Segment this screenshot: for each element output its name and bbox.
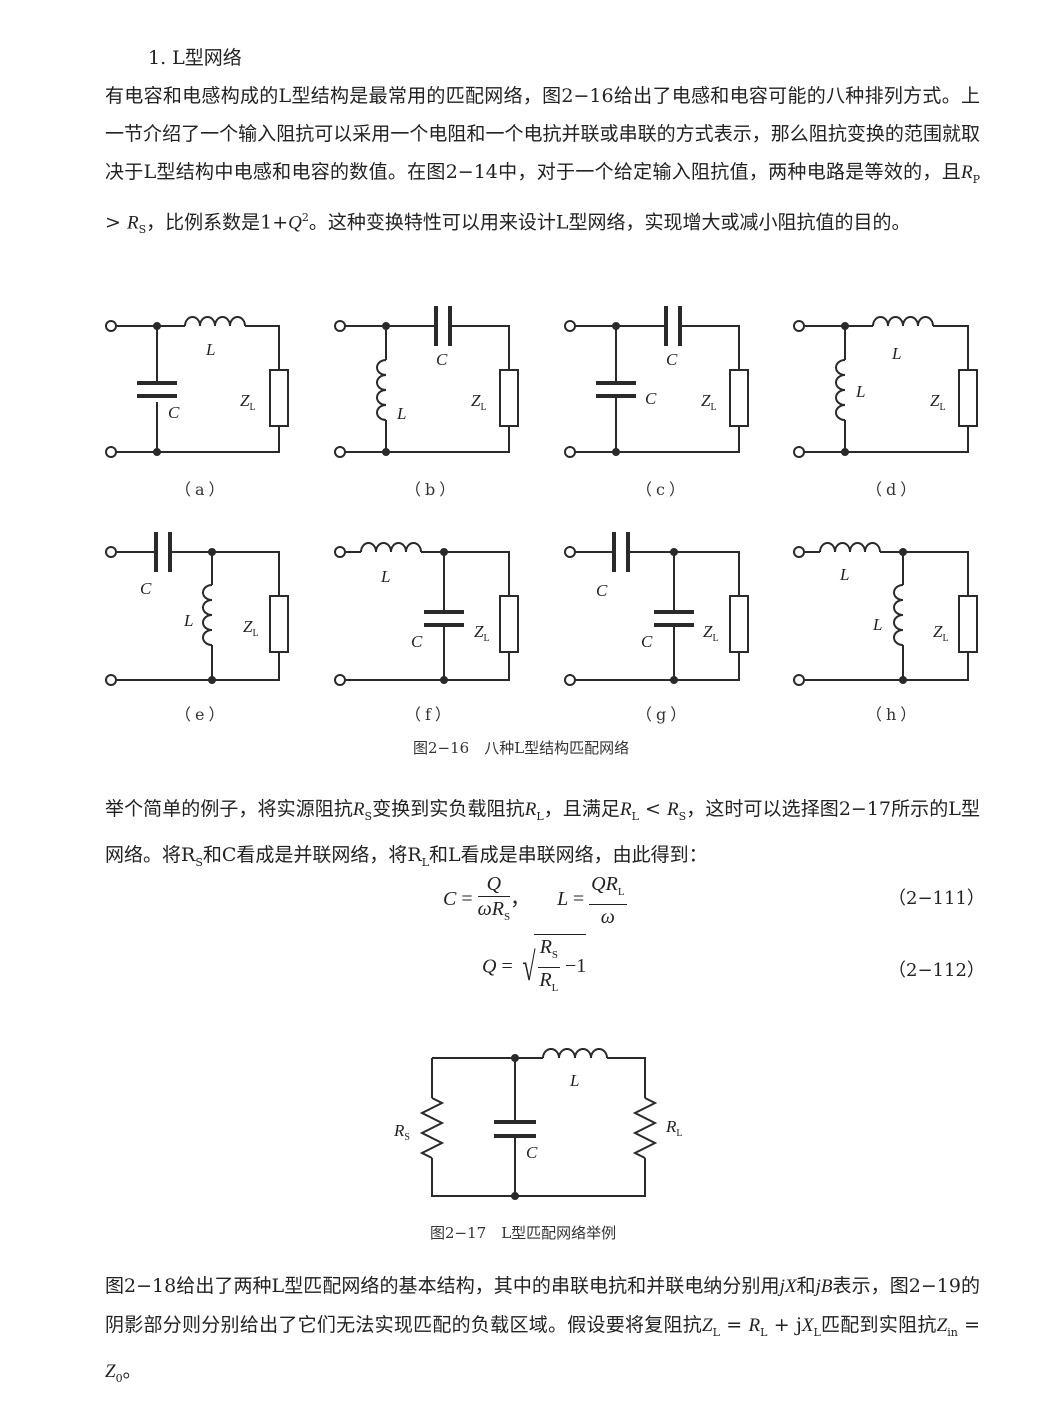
sub-L: L [536, 809, 544, 823]
label-g-C-shunt: C [641, 632, 653, 651]
label-217-L: L [569, 1071, 579, 1090]
para3-text-b: 和 [796, 1275, 816, 1297]
label-d-L-series: L [891, 344, 901, 363]
equation-2-112: Q = √ RS RL −1 [482, 934, 587, 1000]
para1-text-b: ，比例系数是1+ [146, 211, 289, 234]
circuit-g [564, 532, 749, 686]
sublabel-a: （a） [175, 480, 229, 499]
var-R: R [126, 212, 139, 234]
label-f-L: L [380, 567, 390, 586]
sublabel-e: （e） [175, 705, 229, 724]
para3-text-d: 匹配到实阻抗 [820, 1314, 937, 1336]
circuit-a [105, 316, 289, 458]
label-217-RS: RS [393, 1121, 410, 1143]
para2-text-d: ，这时可以选择图2−17所示的L型网络。将R [105, 798, 980, 866]
fraction-L: QRL ω [589, 873, 627, 928]
fraction-C: Q ωRS [477, 873, 511, 923]
circuit-2-17 [419, 1048, 658, 1200]
sub-L: L [631, 809, 639, 823]
sublabel-h: （h） [866, 705, 921, 724]
label-e-L: L [183, 611, 193, 630]
var-R: R [667, 799, 679, 820]
superscript-2: 2 [301, 210, 309, 224]
label-c-Z: ZL [701, 391, 717, 413]
circuit-b [334, 306, 519, 458]
label-g-Z: ZL [703, 622, 719, 644]
equation-number-2-112: （2−112） [888, 960, 985, 981]
circuit-f [334, 542, 519, 686]
label-d-Z: ZL [930, 391, 946, 413]
para3-text-e: 。 [122, 1359, 142, 1382]
label-b-Z: ZL [471, 391, 487, 413]
label-217-C: C [526, 1143, 538, 1162]
sub-S: S [195, 855, 203, 869]
sublabel-c: （c） [636, 480, 689, 499]
label-217-RL: RL [665, 1117, 683, 1139]
var-R: R [960, 162, 973, 183]
circuit-d [793, 316, 978, 458]
sublabel-b: （b） [405, 480, 460, 499]
circuit-c [564, 306, 749, 458]
var-R: R [524, 799, 537, 820]
lt-sign: < [638, 798, 668, 820]
label-b-C: C [436, 350, 448, 369]
label-e-Z: ZL [243, 617, 259, 639]
var-Q: Q [288, 212, 302, 234]
para1-text-c: 。这种变换特性可以用来设计L型网络，实现增大或减小阻抗值的目的。 [308, 211, 911, 234]
sub-S: S [364, 809, 373, 823]
section-heading: 1. L型网络 [148, 47, 242, 69]
label-d-L-shunt: L [855, 382, 865, 401]
para2-text-c: ，且满足 [543, 798, 620, 820]
paragraph-example: 举个简单的例子，将实源阻抗RS变换到实负载阻抗RL，且满足RL < RS，这时可… [105, 790, 980, 882]
circuit-e [105, 532, 289, 686]
sub-P: P [972, 172, 980, 186]
label-a-C: C [168, 403, 180, 422]
sub-S: S [678, 809, 687, 823]
circuit-h [793, 542, 978, 686]
para1-text-a: 有电容和电感构成的L型结构是最常用的匹配网络，图2−16给出了电感和电容可能的八… [105, 85, 980, 183]
var-R: R [352, 799, 365, 820]
label-e-C: C [140, 579, 152, 598]
var-jX: jX [779, 1276, 797, 1297]
sublabel-f: （f） [405, 705, 455, 724]
label-c-C-series: C [666, 350, 678, 369]
figure-2-16-caption: 图2−16 八种L型结构匹配网络 [413, 739, 630, 757]
var-R: R [619, 799, 632, 820]
var-jB: jB [815, 1276, 833, 1297]
label-a-L: L [205, 340, 215, 359]
sublabel-g: （g） [636, 705, 691, 724]
para3-text-c: 表示，图2−19的阴影部分则分别给出了它们无法实现匹配的负载区域。假设要将复阻抗 [105, 1275, 980, 1336]
sub-S: S [138, 222, 147, 236]
var-Z: Z [702, 1315, 713, 1336]
label-c-C-shunt: C [645, 389, 657, 408]
sublabel-d: （d） [866, 480, 921, 499]
paragraph-intro: 有电容和电感构成的L型结构是最常用的匹配网络，图2−16给出了电感和电容可能的八… [105, 77, 980, 249]
label-h-L-series: L [839, 565, 849, 584]
para2-text-a: 举个简单的例子，将实源阻抗 [105, 798, 353, 820]
para3-text-a: 图2−18给出了两种L型匹配网络的基本结构，其中的串联电抗和并联电纳分别用 [105, 1275, 780, 1297]
label-h-Z: ZL [933, 622, 949, 644]
gt-sign: > [105, 211, 127, 234]
label-h-L-shunt: L [872, 615, 882, 634]
fraction-Q: RS RL [537, 936, 561, 994]
para2-text-f: 和L看成是串联网络，由此得到： [429, 843, 708, 866]
para2-text-b: 变换到实负载阻抗 [372, 798, 525, 820]
para2-text-e: 和C看成是并联网络，将R [202, 843, 422, 866]
label-b-L: L [396, 404, 406, 423]
equation-number-2-111: （2−111） [888, 888, 985, 909]
equation-2-111: C = Q ωRS ， L = QRL ω [443, 873, 627, 928]
label-a-Z: ZL [240, 391, 256, 413]
label-g-C-series: C [596, 581, 608, 600]
figure-2-17-caption: 图2−17 L型匹配网络举例 [430, 1224, 617, 1242]
sub-L: L [421, 855, 430, 869]
paragraph-basic-structure: 图2−18给出了两种L型匹配网络的基本结构，其中的串联电抗和并联电纳分别用jX和… [105, 1275, 981, 1385]
label-f-Z: ZL [474, 622, 490, 644]
label-f-C: C [411, 632, 423, 651]
